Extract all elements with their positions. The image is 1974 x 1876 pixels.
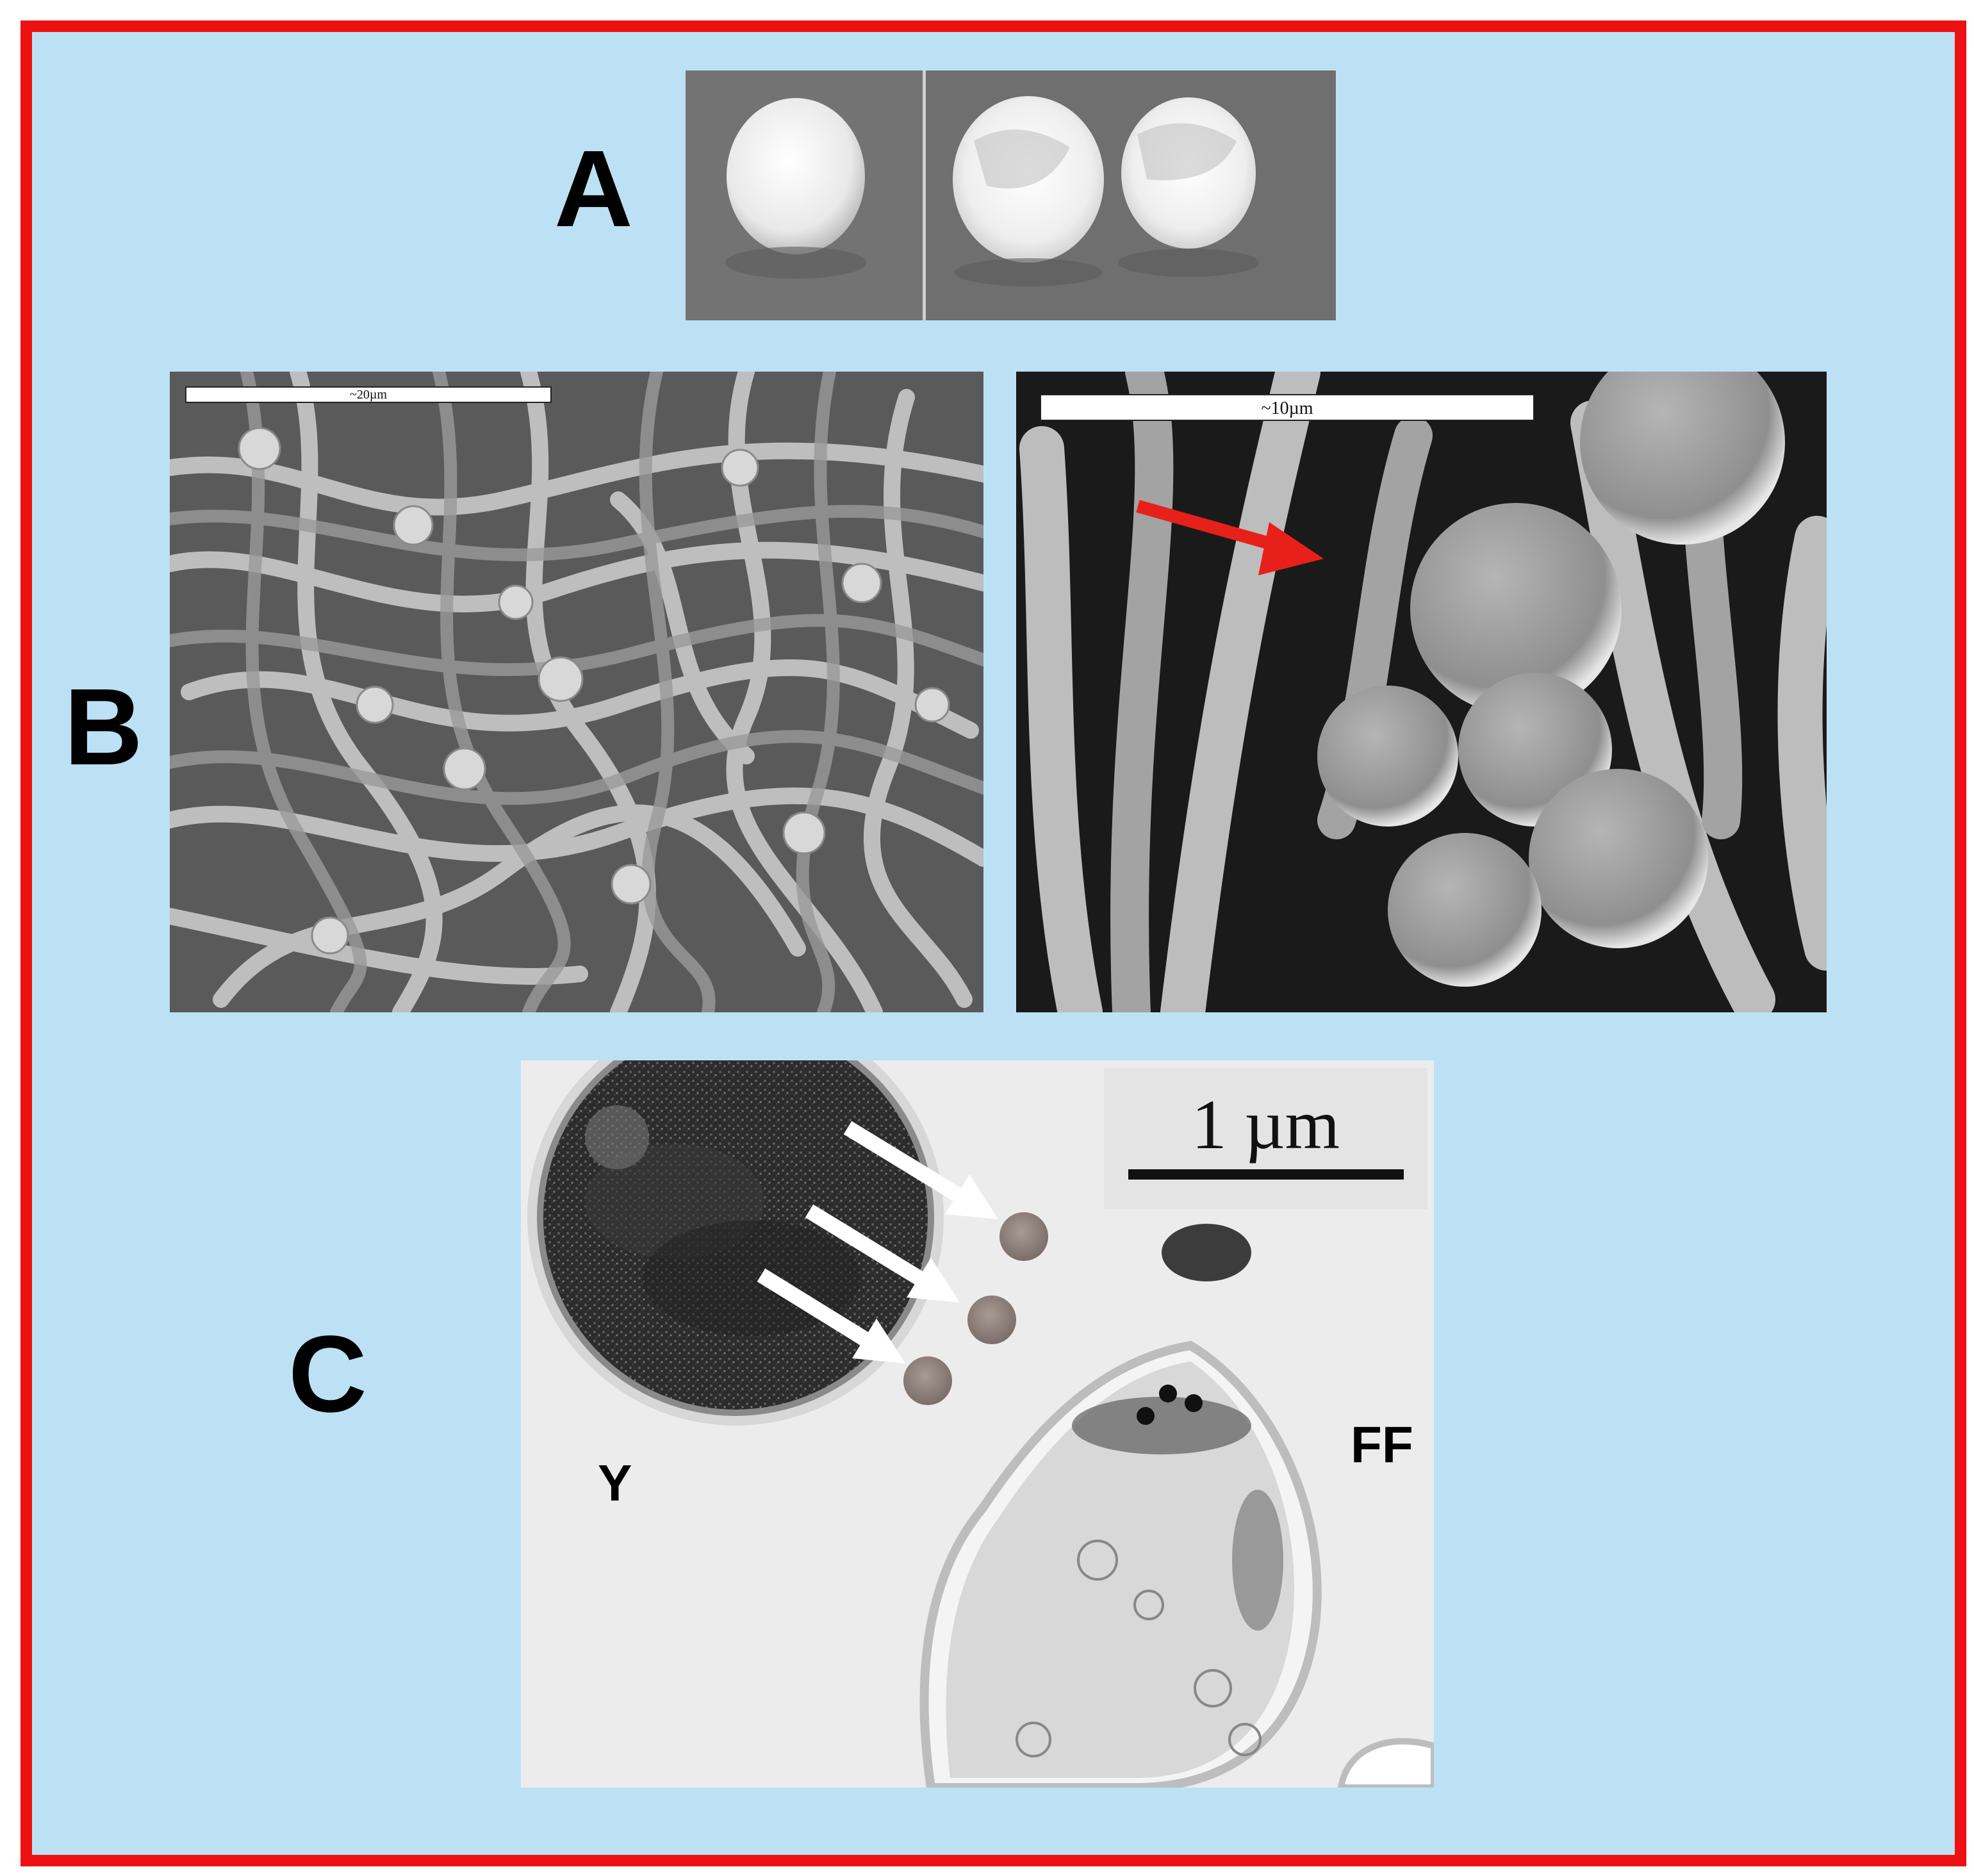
yeast-label: Y (598, 1454, 632, 1511)
scale-bar-right (1040, 394, 1534, 421)
spore-arrowed (1410, 503, 1622, 714)
red-arrow-head (1258, 522, 1324, 575)
white-arrow-2 (805, 1204, 929, 1288)
colony-smooth (727, 98, 865, 254)
scale-bar-left (185, 386, 552, 403)
vesicle-2 (967, 1296, 1016, 1344)
filament-label: FF (1351, 1416, 1413, 1473)
white-arrow-3 (757, 1268, 875, 1349)
sem-image-right: ~10µm (1016, 372, 1827, 1012)
scale-label-right: ~10µm (1261, 399, 1313, 418)
panel-a-label: A (554, 128, 633, 250)
white-arrow-1 (843, 1121, 967, 1205)
colony-photo (686, 70, 1336, 320)
figure-frame: A (21, 21, 1966, 1866)
panel-c-label: C (288, 1313, 367, 1435)
vesicle-1 (999, 1212, 1048, 1261)
sem-image-left: ~20µm (170, 372, 983, 1012)
scale-box (1104, 1068, 1427, 1209)
tem-image: 1 µm Y FF (521, 1060, 1434, 1788)
panel-b-label: B (64, 666, 143, 788)
scale-label-c: 1 µm (1191, 1085, 1340, 1164)
red-arrow-shaft (1136, 500, 1287, 554)
scale-label-left: ~20µm (350, 388, 387, 402)
scale-bar-c (1128, 1169, 1404, 1180)
vesicle-3 (903, 1356, 952, 1405)
